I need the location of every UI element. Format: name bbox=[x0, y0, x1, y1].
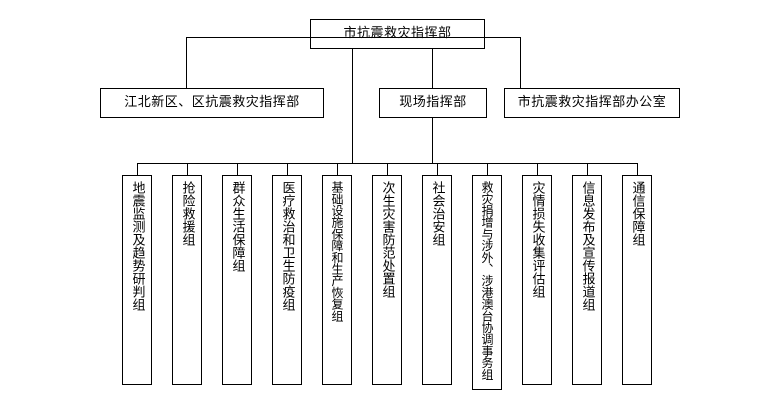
node-level3-communication-support[interactable]: 通信保障组 bbox=[622, 175, 652, 385]
node-level3-damage-assessment-label: 灾情损失收集评估组 bbox=[529, 181, 545, 298]
node-level3-medical-epidemic[interactable]: 医疗救治和卫生防疫组 bbox=[272, 175, 302, 385]
connector-drop-5 bbox=[337, 163, 338, 175]
node-level3-damage-assessment[interactable]: 灾情损失收集评估组 bbox=[522, 175, 552, 385]
connector-drop-9 bbox=[537, 163, 538, 175]
connector-drop-11 bbox=[637, 163, 638, 175]
node-root[interactable]: 市抗震救灾指挥部 bbox=[310, 19, 485, 49]
connector-drop-4 bbox=[287, 163, 288, 175]
node-level3-rescue[interactable]: 抢险救援组 bbox=[172, 175, 202, 385]
node-level3-secondary-disaster-label: 次生灾害防范处置组 bbox=[379, 181, 395, 298]
node-level3-medical-epidemic-label: 医疗救治和卫生防疫组 bbox=[279, 181, 295, 311]
node-level3-seismic-monitoring-label: 地震监测及趋势研判组 bbox=[129, 181, 145, 311]
node-level3-rescue-label: 抢险救援组 bbox=[179, 181, 195, 246]
connector-root-to-center bbox=[432, 49, 433, 88]
node-level3-donation-foreign-affairs-label: 救灾捐增与涉外、涉港澳台协调事务组 bbox=[480, 181, 494, 380]
node-level3-information-publicity[interactable]: 信息发布及宣传报道组 bbox=[572, 175, 602, 385]
node-level2-onsite[interactable]: 现场指挥部 bbox=[379, 88, 487, 118]
node-level2-jiangbei-label: 江北新区、区抗震救灾指挥部 bbox=[124, 94, 300, 110]
connector-drop-7 bbox=[437, 163, 438, 175]
connector-drop-8 bbox=[487, 163, 488, 175]
node-level2-onsite-label: 现场指挥部 bbox=[399, 94, 467, 110]
node-level3-public-security-label: 社会治安组 bbox=[429, 181, 445, 246]
connector-onsite-to-bus bbox=[432, 118, 433, 163]
node-level2-office-label: 市抗震救灾指挥部办公室 bbox=[517, 94, 667, 110]
connector-root-to-left bbox=[186, 37, 187, 88]
node-level2-jiangbei[interactable]: 江北新区、区抗震救灾指挥部 bbox=[100, 88, 324, 118]
connector-drop-1 bbox=[137, 163, 138, 175]
node-level3-infrastructure-production[interactable]: 基础设施保障和生产恢复组 bbox=[322, 175, 352, 385]
node-level3-secondary-disaster[interactable]: 次生灾害防范处置组 bbox=[372, 175, 402, 385]
connector-drop-10 bbox=[587, 163, 588, 175]
node-level3-public-life-support-label: 群众生活保障组 bbox=[229, 181, 245, 272]
connector-drop-6 bbox=[387, 163, 388, 175]
node-level3-seismic-monitoring[interactable]: 地震监测及趋势研判组 bbox=[122, 175, 152, 385]
connector-drop-2 bbox=[187, 163, 188, 175]
node-level3-public-life-support[interactable]: 群众生活保障组 bbox=[222, 175, 252, 385]
node-level3-donation-foreign-affairs[interactable]: 救灾捐增与涉外、涉港澳台协调事务组 bbox=[472, 175, 502, 390]
node-level3-information-publicity-label: 信息发布及宣传报道组 bbox=[579, 181, 595, 311]
node-level3-public-security[interactable]: 社会治安组 bbox=[422, 175, 452, 385]
node-level3-infrastructure-production-label: 基础设施保障和生产恢复组 bbox=[330, 181, 344, 322]
node-level2-office[interactable]: 市抗震救灾指挥部办公室 bbox=[504, 88, 680, 118]
node-level3-communication-support-label: 通信保障组 bbox=[629, 181, 645, 246]
node-root-label: 市抗震救灾指挥部 bbox=[343, 25, 452, 41]
connector-drop-3 bbox=[237, 163, 238, 175]
connector-root-to-right bbox=[520, 37, 521, 88]
connector-root-trunk bbox=[352, 49, 353, 163]
connector-root-bus bbox=[186, 37, 520, 38]
